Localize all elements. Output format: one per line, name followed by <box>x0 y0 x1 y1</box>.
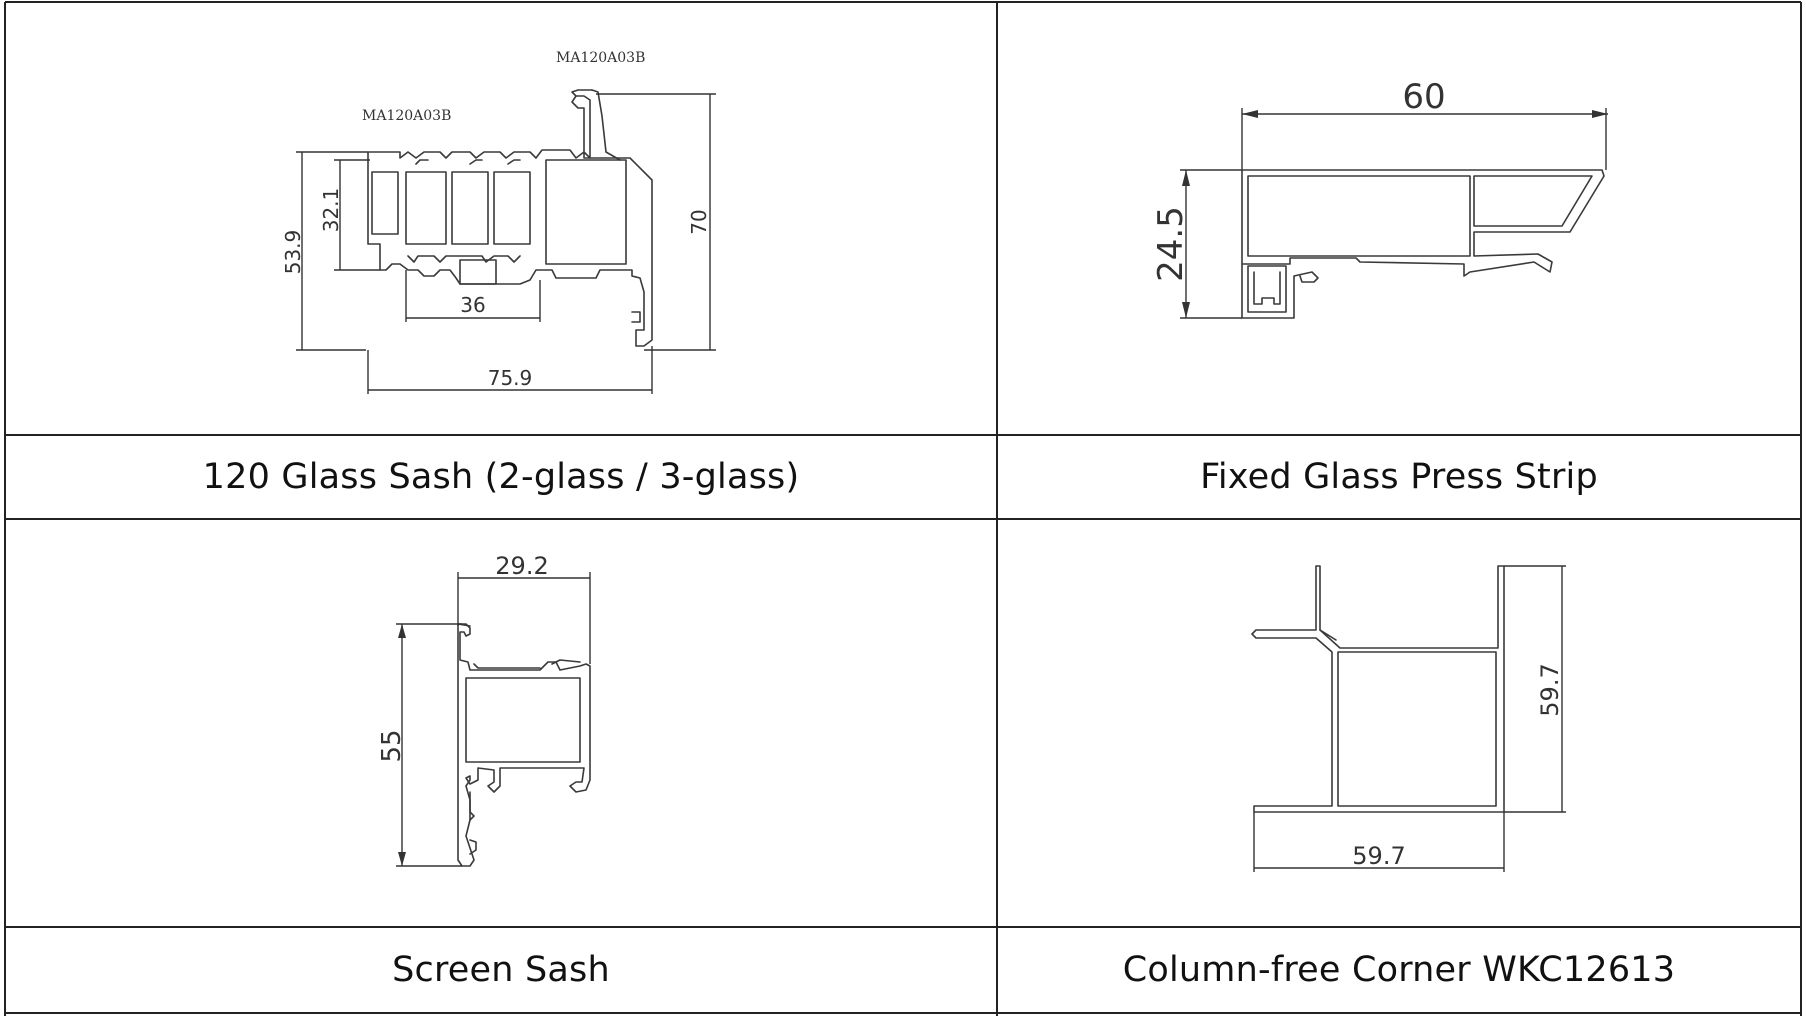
dimension-label: 53.9 <box>281 230 305 275</box>
dimension-label: 59.7 <box>1352 842 1405 870</box>
dimension-label: 70 <box>687 209 711 234</box>
caption-screen-sash: Screen Sash <box>392 950 610 990</box>
dimension-label: 75.9 <box>488 366 533 390</box>
press-strip-drawing: 60 24.5 <box>998 3 1800 434</box>
part-code-label: MA120A03B <box>362 108 451 124</box>
dimension-label: 60 <box>1402 77 1445 117</box>
screen-sash-drawing: 29.2 55 <box>6 520 996 926</box>
glass-sash-drawing: MA120A03B MA120A03B 53.9 32.1 36 75 <box>6 3 996 434</box>
dimension-label: 55 <box>377 729 407 762</box>
corner-drawing: 59.7 59.7 <box>998 520 1800 926</box>
part-code-label: MA120A03B <box>556 50 645 66</box>
caption-glass-sash: 120 Glass Sash (2-glass / 3-glass) <box>202 457 800 497</box>
dimension-label: 24.5 <box>1151 206 1191 282</box>
dimension-label: 32.1 <box>319 188 343 233</box>
dimension-label: 36 <box>460 293 485 317</box>
dimension-label: 59.7 <box>1536 663 1564 716</box>
caption-corner: Column-free Corner WKC12613 <box>1122 950 1676 990</box>
dimension-label: 29.2 <box>495 552 548 580</box>
caption-press-strip: Fixed Glass Press Strip <box>1200 457 1598 497</box>
